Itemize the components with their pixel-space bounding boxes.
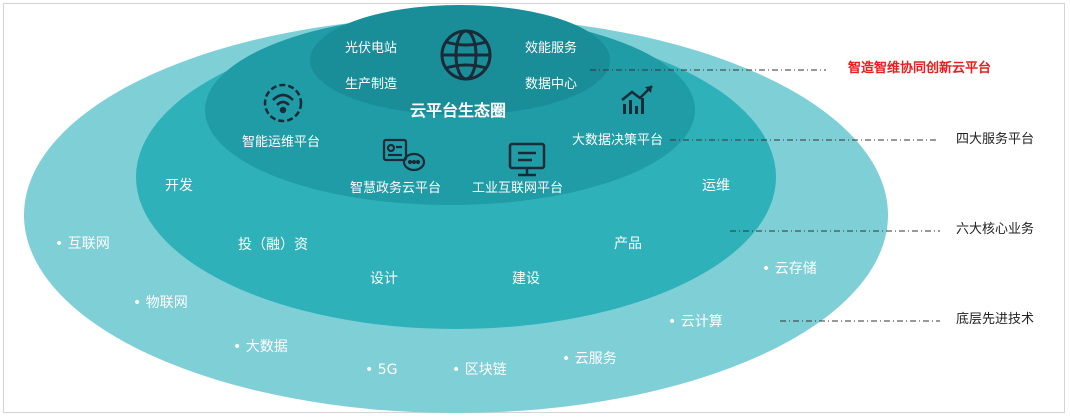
core-item-manufacturing: 生产制造 (345, 77, 398, 92)
core-ellipse-ecosystem (310, 5, 610, 115)
core-item-pv-station: 光伏电站 (345, 41, 398, 56)
business-investment: 投（融）资 (238, 237, 308, 253)
business-development: 开发 (165, 178, 193, 194)
tech-big-data: 大数据 (233, 338, 288, 356)
layer-label-base-tech: 底层先进技术 (956, 312, 1035, 327)
tech-cloud-computing: 云计算 (668, 313, 723, 331)
chat-id-icon (382, 138, 426, 172)
tech-cloud-service: 云服务 (562, 350, 617, 368)
layer-label-services: 四大服务平台 (956, 132, 1035, 147)
platform-smart-gov-cloud: 智慧政务云平台 (350, 181, 442, 196)
business-product: 产品 (614, 236, 642, 252)
core-title: 云平台生态圈 (410, 101, 507, 120)
core-item-data-center: 数据中心 (525, 77, 578, 92)
layer-label-innovation: 智造智维协同创新云平台 (848, 61, 992, 76)
platform-industrial-internet: 工业互联网平台 (472, 181, 564, 196)
platform-big-data-decision: 大数据决策平台 (572, 133, 664, 148)
tech-5g: 5G (365, 361, 398, 379)
tech-iot: 物联网 (133, 294, 188, 312)
diagram-frame (3, 3, 1065, 413)
tech-internet: 互联网 (55, 235, 110, 253)
platform-smart-ops: 智能运维平台 (242, 135, 321, 150)
globe-icon (440, 29, 492, 81)
business-design: 设计 (370, 271, 398, 287)
core-item-efficiency-service: 效能服务 (525, 41, 578, 56)
layer-label-core-business: 六大核心业务 (956, 222, 1035, 237)
business-construction: 建设 (512, 271, 540, 287)
tech-cloud-storage: 云存储 (762, 260, 817, 278)
business-operations: 运维 (702, 178, 730, 194)
trend-chart-icon (621, 85, 653, 114)
wifi-gear-icon (263, 83, 303, 123)
tech-blockchain: 区块链 (452, 361, 507, 379)
monitor-icon (508, 142, 546, 177)
